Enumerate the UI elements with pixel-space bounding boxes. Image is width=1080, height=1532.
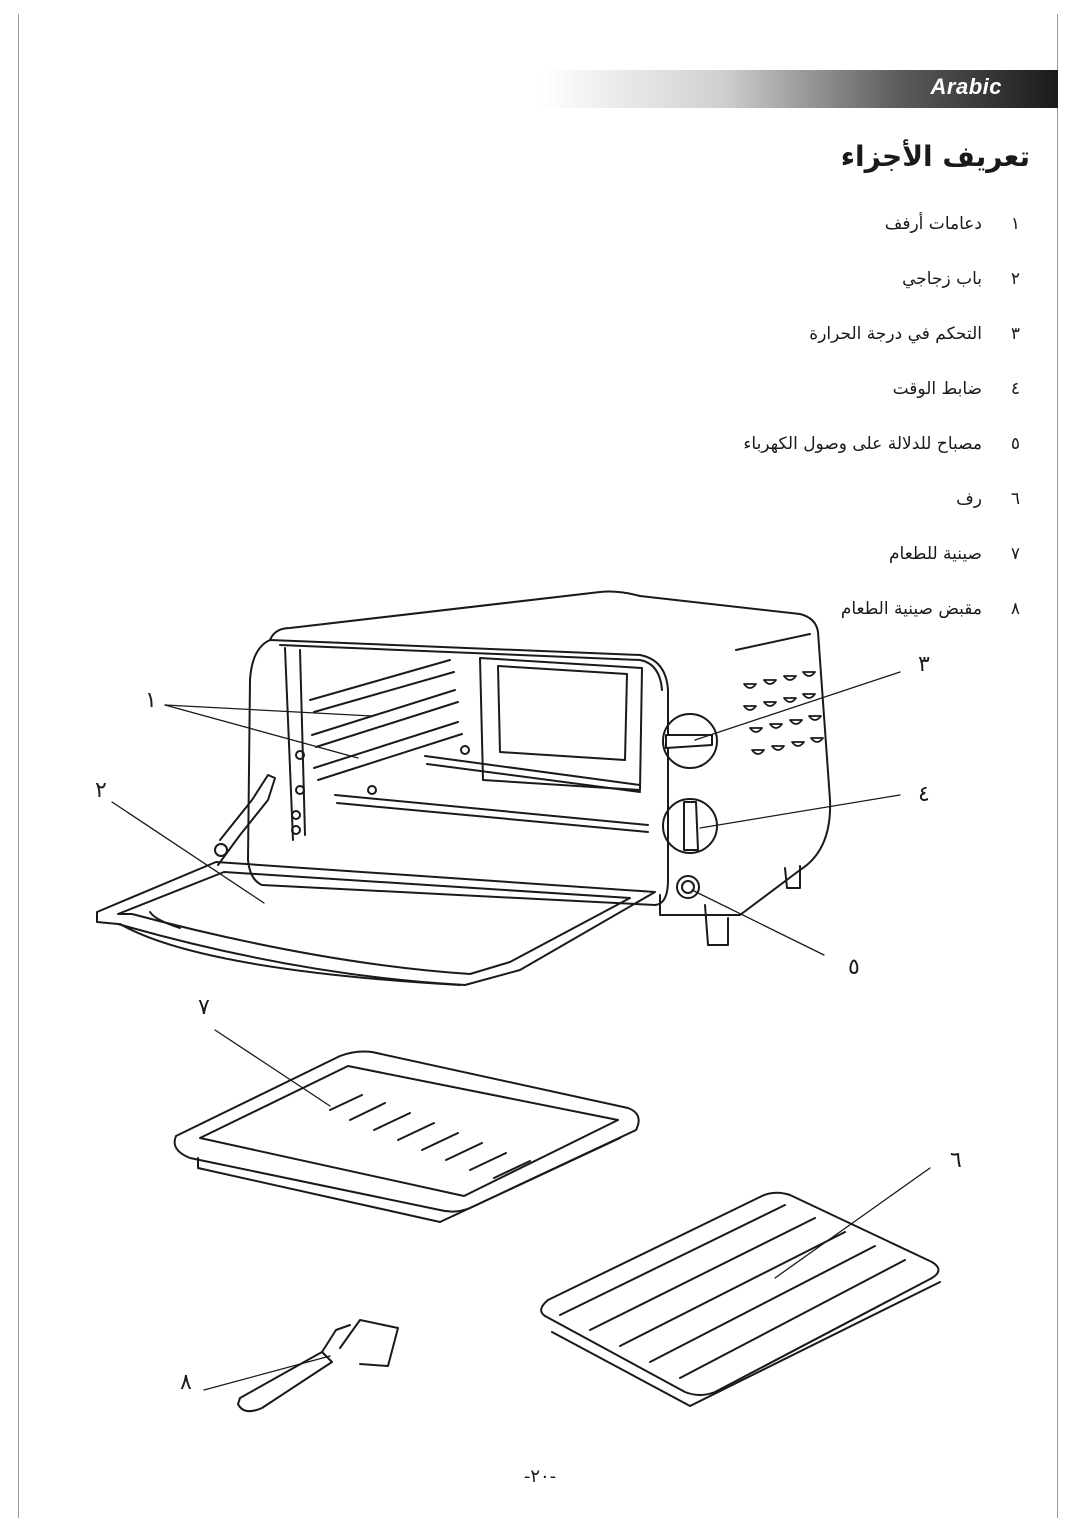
language-label: Arabic	[930, 74, 1002, 99]
part-name: ضابط الوقت	[892, 378, 982, 399]
part-number: ٤	[1010, 378, 1020, 399]
part-number: ٨	[1010, 598, 1020, 619]
part-number: ٢	[1010, 268, 1020, 289]
callout-label: ٣	[918, 652, 930, 677]
list-item: ٤ ضابط الوقت	[743, 361, 1020, 416]
oven-body	[247, 590, 832, 946]
baking-tray	[173, 1050, 640, 1223]
vent-slots	[743, 671, 824, 755]
wire-rack	[540, 1191, 941, 1407]
list-item: ٣ التحكم في درجة الحرارة	[743, 306, 1020, 361]
list-item: ٢ باب زجاجي	[743, 251, 1020, 306]
right-margin-line	[1057, 14, 1058, 1518]
callout-label: ٢	[95, 778, 107, 803]
list-item: ٥ مصباح للدلالة على وصول الكهرباء	[743, 416, 1020, 471]
timer-knob	[662, 798, 718, 854]
temperature-knob	[662, 713, 718, 769]
list-item: ٦ رف	[743, 471, 1020, 526]
page-title: تعريف الأجزاء	[840, 140, 1030, 173]
callout-label: ١	[145, 688, 157, 713]
part-name: باب زجاجي	[902, 268, 982, 289]
callout-label: ٤	[918, 782, 930, 807]
part-name: التحكم في درجة الحرارة	[809, 323, 982, 344]
part-name: مقبض صينية الطعام	[840, 598, 982, 619]
part-number: ٦	[1010, 488, 1020, 509]
part-number: ٣	[1010, 323, 1020, 344]
part-name: صينية للطعام	[888, 543, 982, 564]
indicator-lamp	[676, 875, 700, 899]
left-margin-line	[18, 14, 19, 1518]
part-number: ١	[1010, 213, 1020, 234]
tray-handle	[237, 1319, 399, 1413]
callout-label: ٥	[848, 955, 860, 980]
part-name: دعامات أرفف	[884, 213, 982, 234]
part-number: ٧	[1010, 543, 1020, 564]
part-name: رف	[956, 488, 982, 509]
glass-door	[96, 774, 656, 986]
callout-label: ٧	[198, 995, 210, 1020]
callout-label: ٦	[950, 1148, 962, 1173]
list-item: ٧ صينية للطعام	[743, 526, 1020, 581]
list-item: ١ دعامات أرفف	[743, 196, 1020, 251]
parts-list: ١ دعامات أرفف ٢ باب زجاجي ٣ التحكم في درجة …	[743, 196, 1020, 636]
part-name: مصباح للدلالة على وصول الكهرباء	[743, 433, 982, 454]
language-header-band	[540, 70, 1058, 108]
callout-label: ٨	[180, 1370, 192, 1395]
page-number: -٢٠-	[523, 1466, 557, 1487]
callout-leader-lines	[111, 671, 931, 1391]
list-item: ٨ مقبض صينية الطعام	[743, 581, 1020, 636]
part-number: ٥	[1010, 433, 1020, 454]
